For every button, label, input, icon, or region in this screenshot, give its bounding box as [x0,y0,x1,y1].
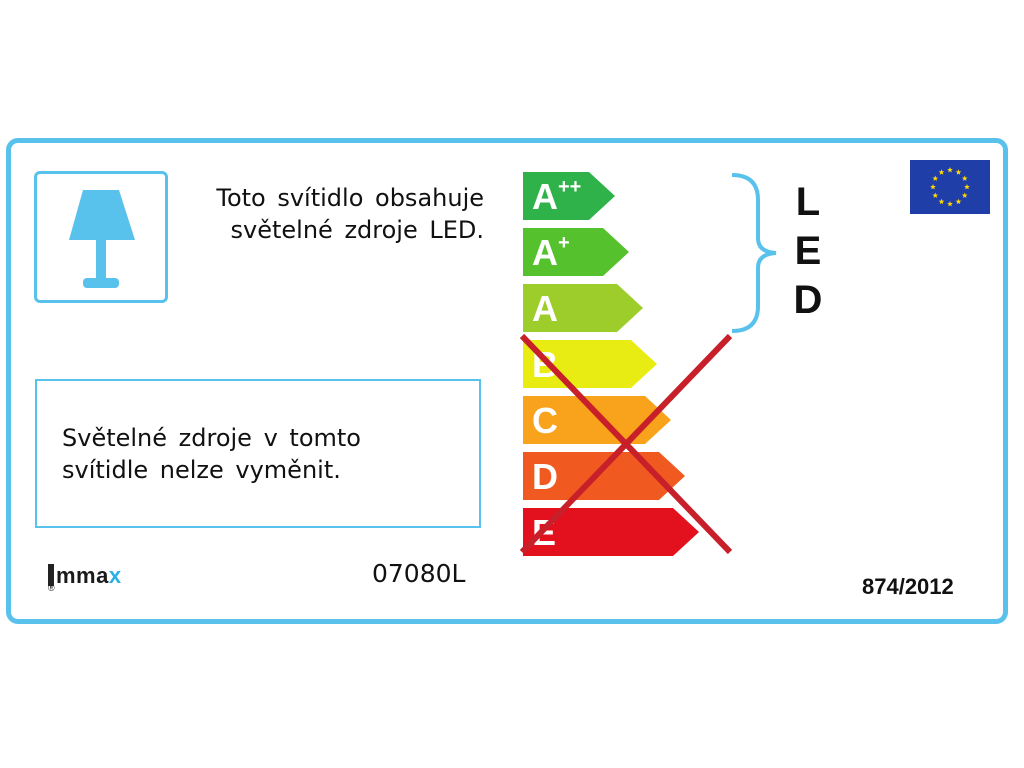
led-letter-l: L [795,180,821,224]
notice-line-1: Světelné zdroje v tomto [62,424,361,452]
eu-star [961,175,968,181]
eu-star [930,184,936,190]
eu-flag-icon [910,160,990,214]
model-number: 07080L [372,559,466,588]
energy-class-label: D [532,456,558,497]
energy-class-arrow: A+ [523,228,629,276]
energy-class-arrow: A [523,284,643,332]
replacement-notice-box: Světelné zdroje v tomto svítidle nelze v… [35,379,481,528]
eu-star [938,169,945,175]
replacement-notice-text: Světelné zdroje v tomto svítidle nelze v… [62,422,361,486]
eu-star [938,198,945,205]
eu-star [964,184,970,190]
notice-line-2: svítidle nelze vyměnit. [62,456,341,484]
cross-line [520,333,733,555]
energy-class-label: A [532,288,558,329]
energy-class-arrow: B [523,340,657,388]
led-letters: L E D [788,178,828,325]
eu-star [955,198,962,205]
immax-logo: mmax ® [48,563,122,593]
energy-class-arrow: E [523,508,699,556]
energy-class-arrow: A++ [523,172,615,220]
registered-mark: ® [48,583,56,593]
eu-star [961,192,968,198]
eu-star [932,175,939,181]
eu-star [955,169,962,175]
regulation-number: 874/2012 [862,574,954,599]
led-info-text: Toto svítidlo obsahuje světelné zdroje L… [182,182,484,246]
led-info-line-1: Toto svítidlo obsahuje [216,184,484,212]
energy-class-scale: A++ A+ ABCDE [520,172,733,556]
table-lamp-icon [69,190,135,288]
lamp-icon-box [34,171,168,303]
led-bracket [731,173,777,333]
eu-star [947,167,953,173]
energy-label-card [6,138,1008,624]
logo-bar [48,564,54,586]
eu-star [947,201,953,207]
led-info-line-2: světelné zdroje LED. [230,216,484,244]
led-letter-d: D [793,278,823,322]
energy-class-label: C [532,400,558,441]
led-letter-e: E [794,229,822,273]
eu-star [932,192,939,198]
